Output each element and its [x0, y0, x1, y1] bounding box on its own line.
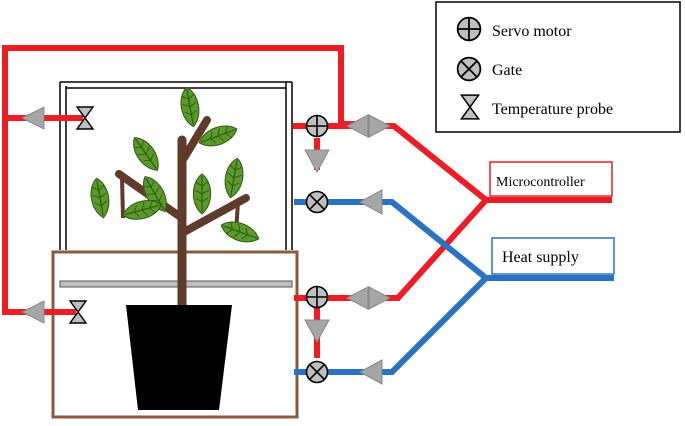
servo-motor-icon: [305, 285, 329, 309]
leaf: [192, 173, 212, 215]
arrow-left-icon: [358, 189, 383, 215]
gate-icon: [305, 360, 329, 384]
heat-supply-box: Heat supply: [491, 237, 615, 275]
heat-piping: [294, 199, 614, 375]
divider-shelf: [59, 280, 293, 288]
leaf: [126, 132, 166, 176]
leaf: [221, 156, 247, 200]
air-chamber: [59, 81, 293, 250]
soil-chamber: [51, 250, 299, 419]
arrow-left-icon: [358, 359, 383, 385]
legend-gate-icon: [456, 56, 482, 82]
arrow-right-icon: [368, 114, 392, 138]
arrow-down-icon: [304, 319, 330, 344]
flow-arrows: [20, 106, 392, 385]
leaf: [217, 216, 263, 248]
gate-icon: [305, 190, 329, 214]
heat-supply-label: Heat supply: [502, 249, 579, 266]
legend-temperature-probe-label: Temperature probe: [492, 101, 613, 118]
leaf: [87, 176, 113, 220]
plant: [87, 85, 263, 310]
arrow-left-icon: [20, 106, 45, 130]
arrow-left-icon: [345, 114, 369, 138]
arrow-left-icon: [345, 286, 369, 310]
arrow-right-icon: [368, 286, 392, 310]
arrow-left-icon: [20, 300, 45, 324]
microcontroller-box: Microcontroller: [489, 161, 613, 197]
leaf: [177, 85, 203, 129]
legend: Servo motor Gate Temperature probe: [435, 1, 681, 133]
microcontroller-label: Microcontroller: [496, 175, 585, 190]
arrow-down-icon: [304, 149, 330, 174]
plant-pot: [126, 305, 232, 410]
legend-servo-motor-icon: [456, 16, 482, 42]
legend-servo-motor-label: Servo motor: [492, 23, 572, 40]
servo-motor-icon: [305, 114, 329, 138]
legend-gate-label: Gate: [492, 62, 522, 79]
